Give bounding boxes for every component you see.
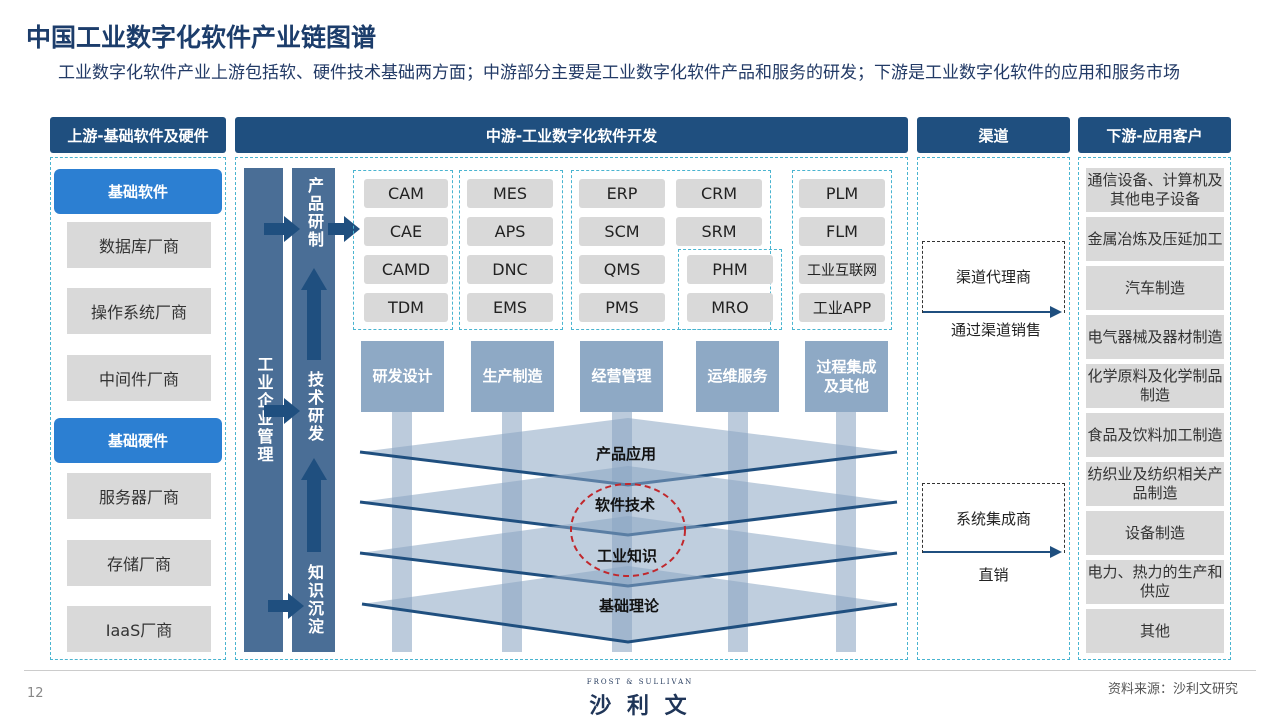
product-chip: EMS (467, 293, 553, 322)
product-chip: PLM (799, 179, 885, 208)
stage-top-label: 产品研制 (305, 177, 324, 249)
page-subtitle: 工业数字化软件产业上游包括软、硬件技术基础两方面；中游部分主要是工业数字化软件产… (58, 63, 1180, 83)
channel-panel (917, 157, 1070, 660)
product-chip: 工业互联网 (799, 255, 885, 284)
product-chip: QMS (579, 255, 665, 284)
product-chip: CAE (364, 217, 448, 246)
upstream-item-server: 服务器厂商 (67, 473, 211, 519)
layer-basic-theory: 基础理论 (599, 597, 660, 615)
customer-item: 汽车制造 (1086, 266, 1224, 310)
footer-divider (24, 670, 1256, 671)
header-midstream: 中游-工业数字化软件开发 (235, 117, 908, 153)
upstream-item-iaas: IaaS厂商 (67, 606, 211, 652)
header-channel: 渠道 (917, 117, 1070, 153)
integrator-box (922, 483, 1065, 553)
product-chip: FLM (799, 217, 885, 246)
customer-item: 食品及饮料加工制造 (1086, 413, 1224, 457)
logo-name: 沙 利 文 (589, 694, 691, 719)
area-rd-design: 研发设计 (361, 341, 444, 412)
customer-item: 金属冶炼及压延加工 (1086, 217, 1224, 261)
product-chip: CAMD (364, 255, 448, 284)
basic-hardware-label: 基础硬件 (54, 418, 222, 463)
product-chip: MRO (687, 293, 773, 322)
focus-circle (570, 483, 686, 577)
upstream-item-storage: 存储厂商 (67, 540, 211, 586)
up-arrows (301, 268, 327, 552)
product-chip: TDM (364, 293, 448, 322)
product-chip: CAM (364, 179, 448, 208)
product-chip: ERP (579, 179, 665, 208)
header-upstream: 上游-基础软件及硬件 (50, 117, 226, 153)
customer-item: 电气器械及器材制造 (1086, 315, 1224, 359)
area-operations: 经营管理 (580, 341, 663, 412)
logo-tagline: FROST & SULLIVAN (586, 678, 694, 686)
product-chip: 工业APP (799, 293, 885, 322)
channel-arrows (922, 306, 1062, 558)
group-operation-panel (571, 170, 771, 330)
page-title: 中国工业数字化软件产业链图谱 (26, 23, 377, 52)
product-chip: CRM (676, 179, 762, 208)
layer-product-application: 产品应用 (596, 445, 657, 463)
customer-item: 设备制造 (1086, 511, 1224, 555)
layer-planes (359, 418, 898, 644)
midstream-panel (235, 157, 908, 660)
stage-bottom-label: 知识沉淀 (305, 564, 324, 636)
customer-item: 化学原料及化学制品制造 (1086, 364, 1224, 408)
source-note: 资料来源：沙利文研究 (1108, 682, 1239, 697)
area-integration: 过程集成及其他 (805, 341, 888, 412)
channel-direct: 直销 (978, 566, 1009, 584)
agent-box (922, 241, 1065, 313)
channel-agent-note: 通过渠道销售 (950, 321, 1041, 339)
group-maintenance-panel (678, 249, 782, 330)
product-chip: DNC (467, 255, 553, 284)
layer-software-tech: 软件技术 (595, 496, 656, 514)
product-chip: MES (467, 179, 553, 208)
right-arrows (264, 216, 360, 619)
group-integration-panel (792, 170, 892, 330)
area-maintenance: 运维服务 (696, 341, 779, 412)
customer-item: 其他 (1086, 609, 1224, 653)
upstream-item-os: 操作系统厂商 (67, 288, 211, 334)
product-chip: PHM (687, 255, 773, 284)
group-production-panel (459, 170, 563, 330)
downstream-panel (1078, 157, 1231, 660)
customer-item: 纺织业及纺织相关产品制造 (1086, 462, 1224, 506)
customer-item: 通信设备、计算机及其他电子设备 (1086, 168, 1224, 212)
area-manufacturing: 生产制造 (471, 341, 554, 412)
stage-mid-label: 技术研发 (305, 371, 324, 443)
header-downstream: 下游-应用客户 (1078, 117, 1231, 153)
product-chip: SRM (676, 217, 762, 246)
upstream-item-middleware: 中间件厂商 (67, 355, 211, 401)
layer-industrial-knowledge: 工业知识 (597, 547, 658, 565)
stage-bar (292, 168, 335, 652)
group-rd-panel (353, 170, 453, 330)
upstream-panel (50, 157, 226, 660)
product-chip: SCM (579, 217, 665, 246)
upstream-item-database: 数据库厂商 (67, 222, 211, 268)
page-number: 12 (27, 686, 44, 701)
customer-item: 电力、热力的生产和供应 (1086, 560, 1224, 604)
basic-software-label: 基础软件 (54, 169, 222, 214)
channel-agent: 渠道代理商 (955, 268, 1031, 286)
channel-integrator: 系统集成商 (955, 510, 1031, 528)
product-chip: APS (467, 217, 553, 246)
product-chip: PMS (579, 293, 665, 322)
